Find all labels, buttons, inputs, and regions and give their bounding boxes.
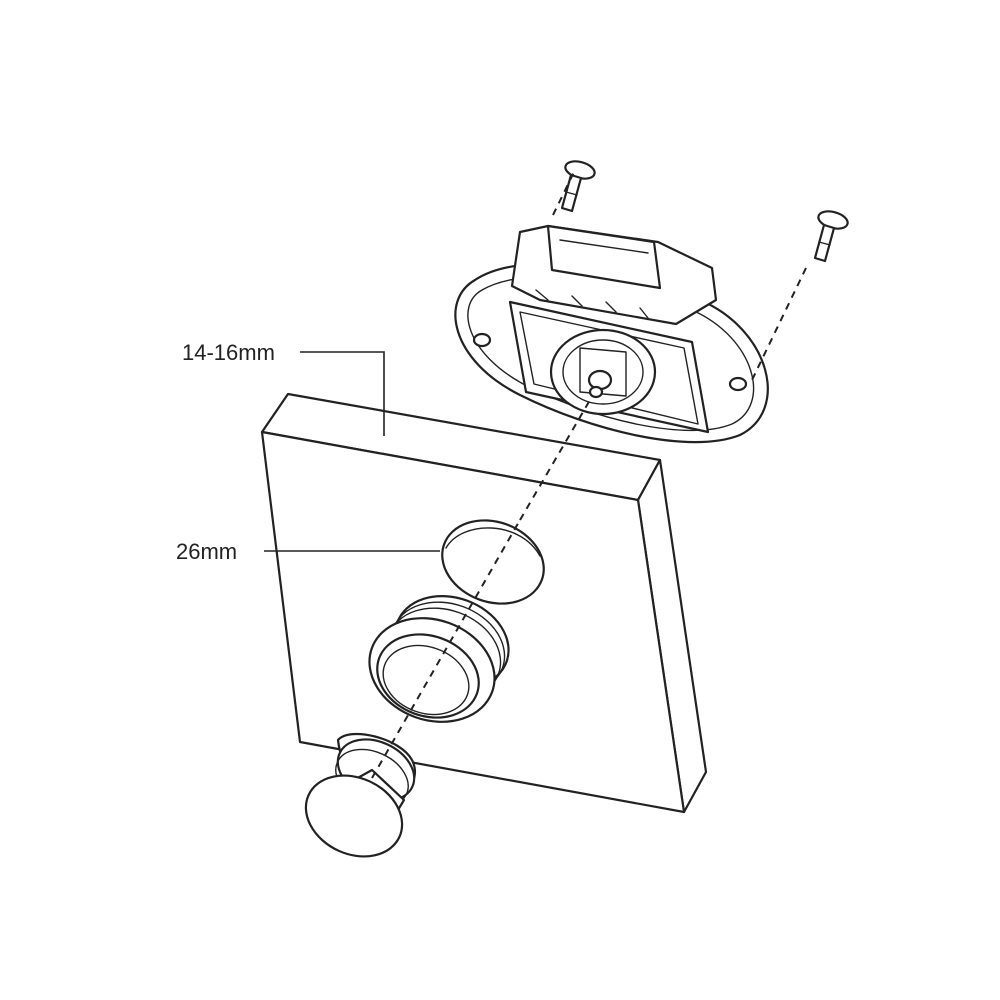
- assembly-axes: [371, 169, 807, 779]
- thickness-label: 14-16mm: [182, 340, 275, 365]
- threaded-bushing: [368, 595, 510, 723]
- screw-left: [560, 160, 596, 213]
- panel: [260, 392, 708, 814]
- push-button: [304, 732, 416, 858]
- dimension-hole-diameter: 26mm: [176, 539, 440, 564]
- hole-diameter-label: 26mm: [176, 539, 237, 564]
- latch-body: [454, 224, 769, 444]
- dimension-thickness: 14-16mm: [182, 340, 385, 436]
- screw-right: [813, 210, 849, 263]
- panel-hole: [441, 519, 545, 605]
